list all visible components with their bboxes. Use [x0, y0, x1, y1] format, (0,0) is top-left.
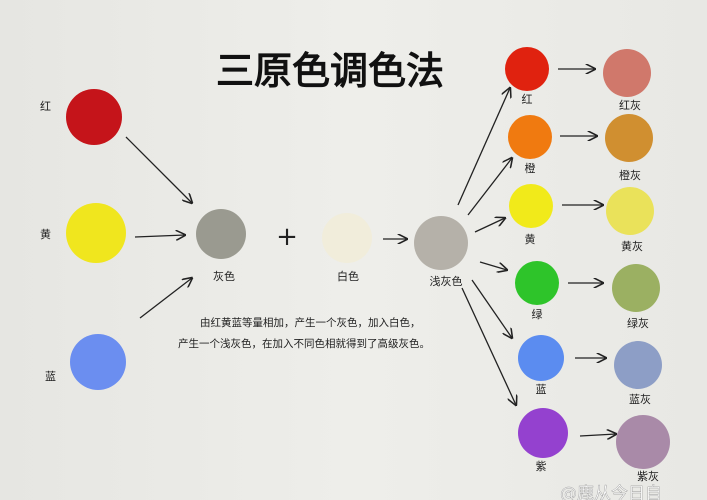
swatch-grey-yellow	[606, 187, 654, 235]
swatch-grey-purple	[616, 415, 670, 469]
note-line-2: 产生一个浅灰色，在加入不同色相就得到了高级灰色。	[178, 337, 430, 350]
arrows-primary	[125, 69, 616, 436]
arrow-yellow-to-grey	[134, 235, 185, 237]
arrow-red-to-grey	[125, 136, 192, 203]
swatch-hue-purple	[518, 408, 568, 458]
label-grey: 灰色	[213, 269, 235, 283]
watermark: @鹿从今日自	[560, 484, 662, 500]
swatch-grey	[196, 209, 246, 259]
swatch-grey-red	[603, 49, 651, 97]
label-hue-blue: 蓝	[536, 383, 547, 396]
label-grey-purple: 紫灰	[637, 469, 659, 483]
arrow-to-purple	[461, 287, 516, 405]
swatch-hue-blue	[518, 335, 564, 381]
swatch-primary-red	[66, 89, 122, 145]
arrow-to-green	[479, 261, 507, 270]
label-light-grey: 浅灰色	[430, 274, 463, 288]
label-grey-blue: 蓝灰	[629, 392, 651, 406]
swatch-primary-blue	[70, 334, 126, 390]
arrow-to-red	[457, 88, 510, 206]
arrow-to-yellow	[474, 218, 505, 233]
arrow-to-orange	[467, 158, 512, 216]
swatch-hue-orange	[508, 115, 552, 159]
label-red: 红	[40, 100, 51, 113]
swatch-hue-yellow	[509, 184, 553, 228]
label-grey-yellow: 黄灰	[621, 239, 643, 253]
label-blue: 蓝	[45, 370, 56, 383]
swatch-grey-orange	[605, 114, 653, 162]
label-hue-green: 绿	[532, 307, 543, 321]
page-title: 三原色调色法	[216, 49, 444, 93]
swatch-white	[322, 213, 372, 263]
label-grey-red: 红灰	[619, 98, 641, 112]
swatch-light-grey	[414, 216, 468, 270]
note-line-1: 由红黄蓝等量相加，产生一个灰色，加入白色，	[200, 316, 421, 329]
swatch-grey-blue	[614, 341, 662, 389]
label-grey-orange: 橙灰	[619, 168, 641, 182]
label-white: 白色	[337, 269, 359, 283]
label-grey-green: 绿灰	[627, 316, 649, 330]
arrow-blue-to-grey	[139, 278, 192, 319]
swatch-grey-green	[612, 264, 660, 312]
swatch-primary-yellow	[66, 203, 126, 263]
label-hue-purple: 紫	[536, 460, 547, 473]
label-yellow: 黄	[40, 227, 51, 241]
label-hue-yellow: 黄	[525, 232, 536, 246]
label-hue-orange: 橙	[525, 161, 536, 175]
arrow-to-blue	[471, 279, 512, 338]
swatch-hue-red	[505, 47, 549, 91]
label-hue-red: 红	[522, 93, 533, 106]
plus-sign: +	[276, 222, 298, 252]
swatch-hue-green	[515, 261, 559, 305]
arrow-purple-to-purplegrey	[579, 434, 616, 436]
